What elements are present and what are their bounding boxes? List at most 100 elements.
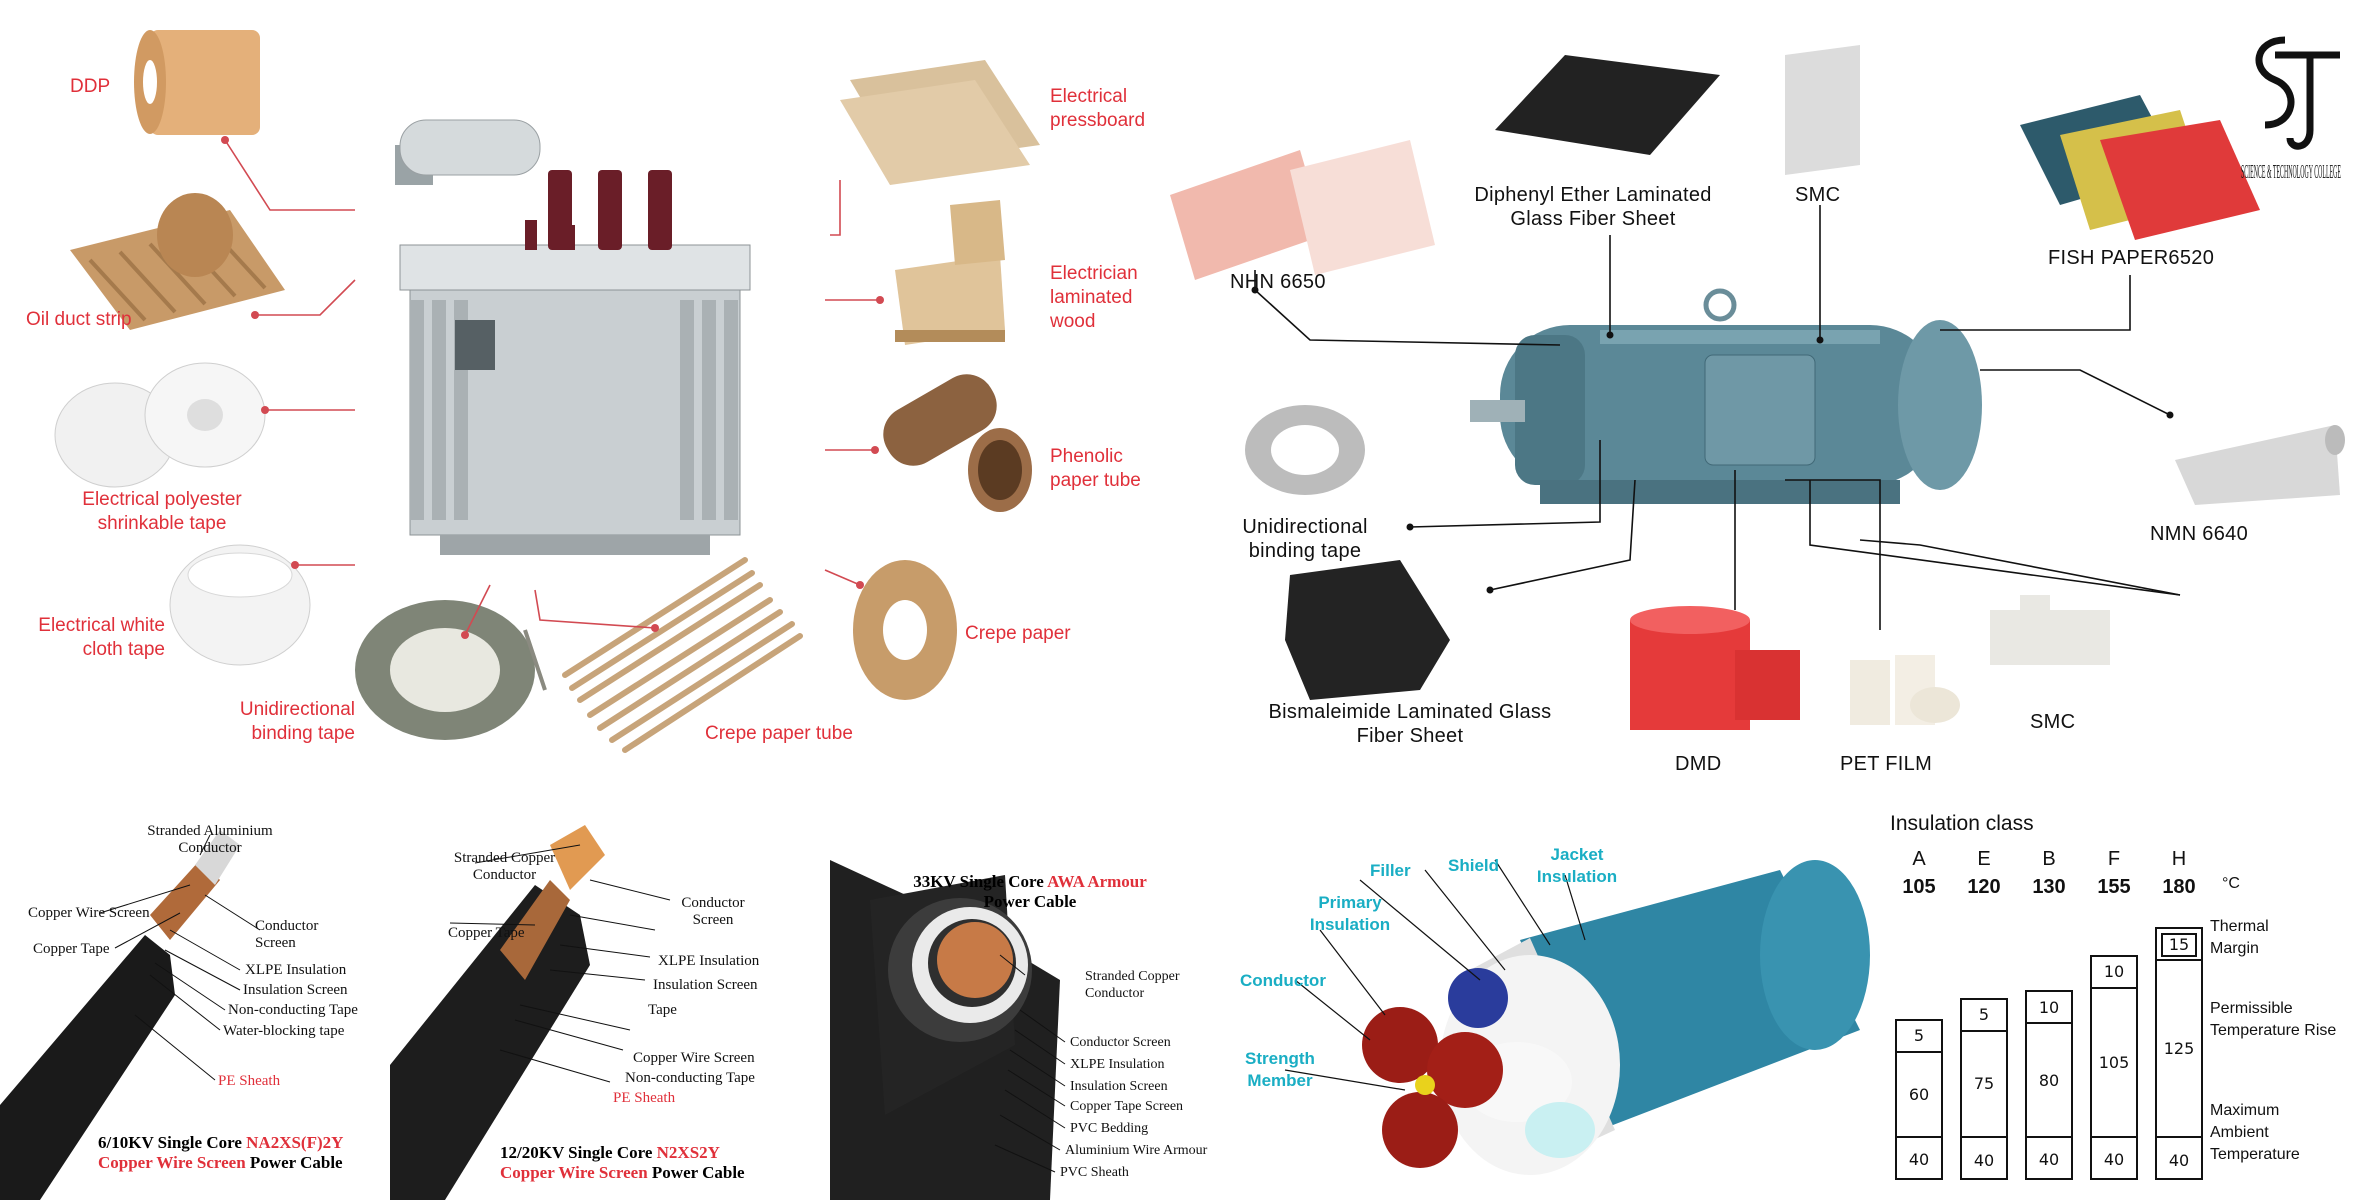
nhn-sheet-image <box>1170 140 1435 280</box>
cable1-caption-code: NA2XS(F)2Y <box>246 1133 344 1152</box>
label-bismaleimide: Bismaleimide Laminated Glass Fiber Sheet <box>1268 701 1552 747</box>
cable3-title-pre: 33KV Single Core <box>913 872 1048 891</box>
motor-illustration <box>1170 45 2345 730</box>
class-h-margin: 15 <box>2161 932 2197 957</box>
college-logo-icon: SCIENCE & TECHNOLOGY COLLEGE <box>2241 36 2341 183</box>
label-polyester-tape: Electrical polyester shrinkable tape <box>82 489 242 534</box>
cable3-title-line2: Power Cable <box>983 892 1077 911</box>
cable4-label-jacket: Jacket Insulation <box>1536 845 1618 886</box>
cable1-label-xlpe: XLPE Insulation <box>245 962 347 978</box>
class-name-b: B <box>2042 848 2056 870</box>
insulation-unit: °C <box>2222 875 2240 892</box>
smc-top-image <box>1785 45 1860 175</box>
class-b-margin: 10 <box>2038 997 2060 1017</box>
motor-panel: NHN 6650 Diphenyl Ether Laminated Glass … <box>1160 0 2358 800</box>
motor-unidir-tape-image <box>1245 405 1365 495</box>
label-diphenyl: Diphenyl Ether Laminated Glass Fiber She… <box>1474 184 1712 230</box>
crepe-paper-tube-image <box>562 557 803 753</box>
cable4-panel: Filler Shield Jacket Insulation Primary … <box>1220 830 1870 1200</box>
class-a-ambient: 40 <box>1897 1135 1941 1182</box>
cable4-label-shield: Shield <box>1448 856 1500 875</box>
legend-permissible-rise: Permissible Temperature Rise <box>2210 1000 2337 1039</box>
label-smc-top: SMC <box>1795 184 1841 206</box>
cable1-label-ins-screen: Insulation Screen <box>243 982 348 998</box>
cable3-label-ins-screen: Insulation Screen <box>1070 1079 1168 1094</box>
cable2-caption-pre: 12/20KV Single Core <box>500 1143 657 1162</box>
class-e-margin: 5 <box>1978 1005 1990 1024</box>
cable2-label-conductor-screen: Conductor Screen <box>681 895 745 928</box>
white-cloth-tape-image <box>169 544 311 666</box>
transformer-illustration <box>54 30 1040 753</box>
label-unidirectional-tape: Unidirectional binding tape <box>239 699 355 744</box>
cable2-label-xlpe: XLPE Insulation <box>658 953 760 969</box>
class-b-ambient: 40 <box>2027 1135 2071 1182</box>
cable3-label-pvc-bedding: PVC Bedding <box>1070 1121 1149 1136</box>
cable2-label-tape: Tape <box>648 1002 677 1018</box>
legend-ambient-temp: Maximum Ambient Temperature <box>2210 1102 2300 1163</box>
cable3-label-copper-tape: Copper Tape Screen <box>1070 1099 1184 1114</box>
cable1-panel: Stranded Aluminium Conductor Copper Wire… <box>0 805 380 1200</box>
cable3-label-pvc-sheath: PVC Sheath <box>1060 1165 1129 1180</box>
label-pet-film: PET FILM <box>1840 753 1933 775</box>
label-ddp: DDP <box>70 76 111 97</box>
oil-duct-strip-image <box>70 193 285 330</box>
label-smc-bottom: SMC <box>2030 711 2076 733</box>
cable4-label-primary: Primary Insulation <box>1309 893 1391 934</box>
label-crepe-paper-tube: Crepe paper tube <box>705 723 853 744</box>
cable1-label-conductor: Stranded Aluminium Conductor <box>147 823 273 856</box>
smc-bottom-image <box>1990 595 2110 665</box>
transformer-panel: DDP Oil duct strip Electrical polyester … <box>0 0 1160 800</box>
class-a-margin: 5 <box>1913 1026 1925 1046</box>
cable3-illustration <box>830 860 1066 1200</box>
cable4-label-filler: Filler <box>1370 861 1411 880</box>
cable1-caption-post: Power Cable <box>245 1153 343 1172</box>
cable3-title: 33KV Single Core AWA Armour Power Cable <box>880 872 1180 912</box>
cable1-label-conductor-screen: Conductor Screen <box>255 918 319 951</box>
class-a-rise: 60 <box>1897 1050 1941 1136</box>
cable2-caption-code: N2XS2Y <box>656 1143 720 1162</box>
cable3-title-red: AWA Armour <box>1047 872 1147 891</box>
cable3-label-conductor-screen: Conductor Screen <box>1070 1035 1171 1050</box>
label-nmn: NMN 6640 <box>2150 523 2248 545</box>
cable2-caption-post: Power Cable <box>647 1163 745 1182</box>
cable1-caption-pre: 6/10KV Single Core <box>98 1133 247 1152</box>
class-temp-f: 155 <box>2097 876 2131 898</box>
label-crepe-paper: Crepe paper <box>965 623 1071 644</box>
cable3-label-xlpe: XLPE Insulation <box>1070 1057 1165 1072</box>
label-motor-unidir: Unidirectional binding tape <box>1242 516 1368 562</box>
class-f-rise: 105 <box>2092 986 2136 1136</box>
cable1-illustration <box>0 830 261 1200</box>
nmn-sheet-image <box>2175 425 2345 505</box>
cable1-caption: 6/10KV Single Core NA2XS(F)2Y Copper Wir… <box>98 1133 378 1173</box>
unidirectional-tape-image <box>355 600 547 740</box>
polyester-tape-image <box>54 362 266 488</box>
cable1-caption-red: Copper Wire Screen <box>98 1153 246 1172</box>
cable2-label-ins-screen: Insulation Screen <box>653 977 758 993</box>
class-b-rise: 80 <box>2027 1022 2071 1136</box>
label-dmd: DMD <box>1675 753 1722 775</box>
cable4-label-conductor: Conductor <box>1240 971 1326 990</box>
class-f-ambient: 40 <box>2092 1135 2136 1182</box>
cable4-label-strength: Strength Member <box>1245 1049 1315 1090</box>
cable2-label-conductor: Stranded Copper Conductor <box>453 850 556 883</box>
transformer-image <box>395 119 751 555</box>
cable1-label-copper-tape: Copper Tape <box>33 941 110 957</box>
class-temp-a: 105 <box>1902 876 1936 898</box>
cable2-caption: 12/20KV Single Core N2XS2Y Copper Wire S… <box>500 1143 800 1183</box>
class-h-ambient: 40 <box>2157 1136 2201 1182</box>
insulation-title: Insulation class <box>1890 812 2034 835</box>
cable2-label-wire-screen: Copper Wire Screen <box>633 1050 755 1066</box>
class-temp-h: 180 <box>2162 876 2196 898</box>
class-name-f: F <box>2107 848 2121 870</box>
class-name-e: E <box>1977 848 1991 870</box>
label-oil-duct-strip: Oil duct strip <box>26 309 132 330</box>
label-white-cloth-tape: Electrical white cloth tape <box>38 615 165 660</box>
class-e-ambient: 40 <box>1962 1136 2006 1182</box>
dmd-roll-image <box>1630 606 1800 730</box>
label-phenolic-tube: Phenolic paper tube <box>1050 446 1141 491</box>
